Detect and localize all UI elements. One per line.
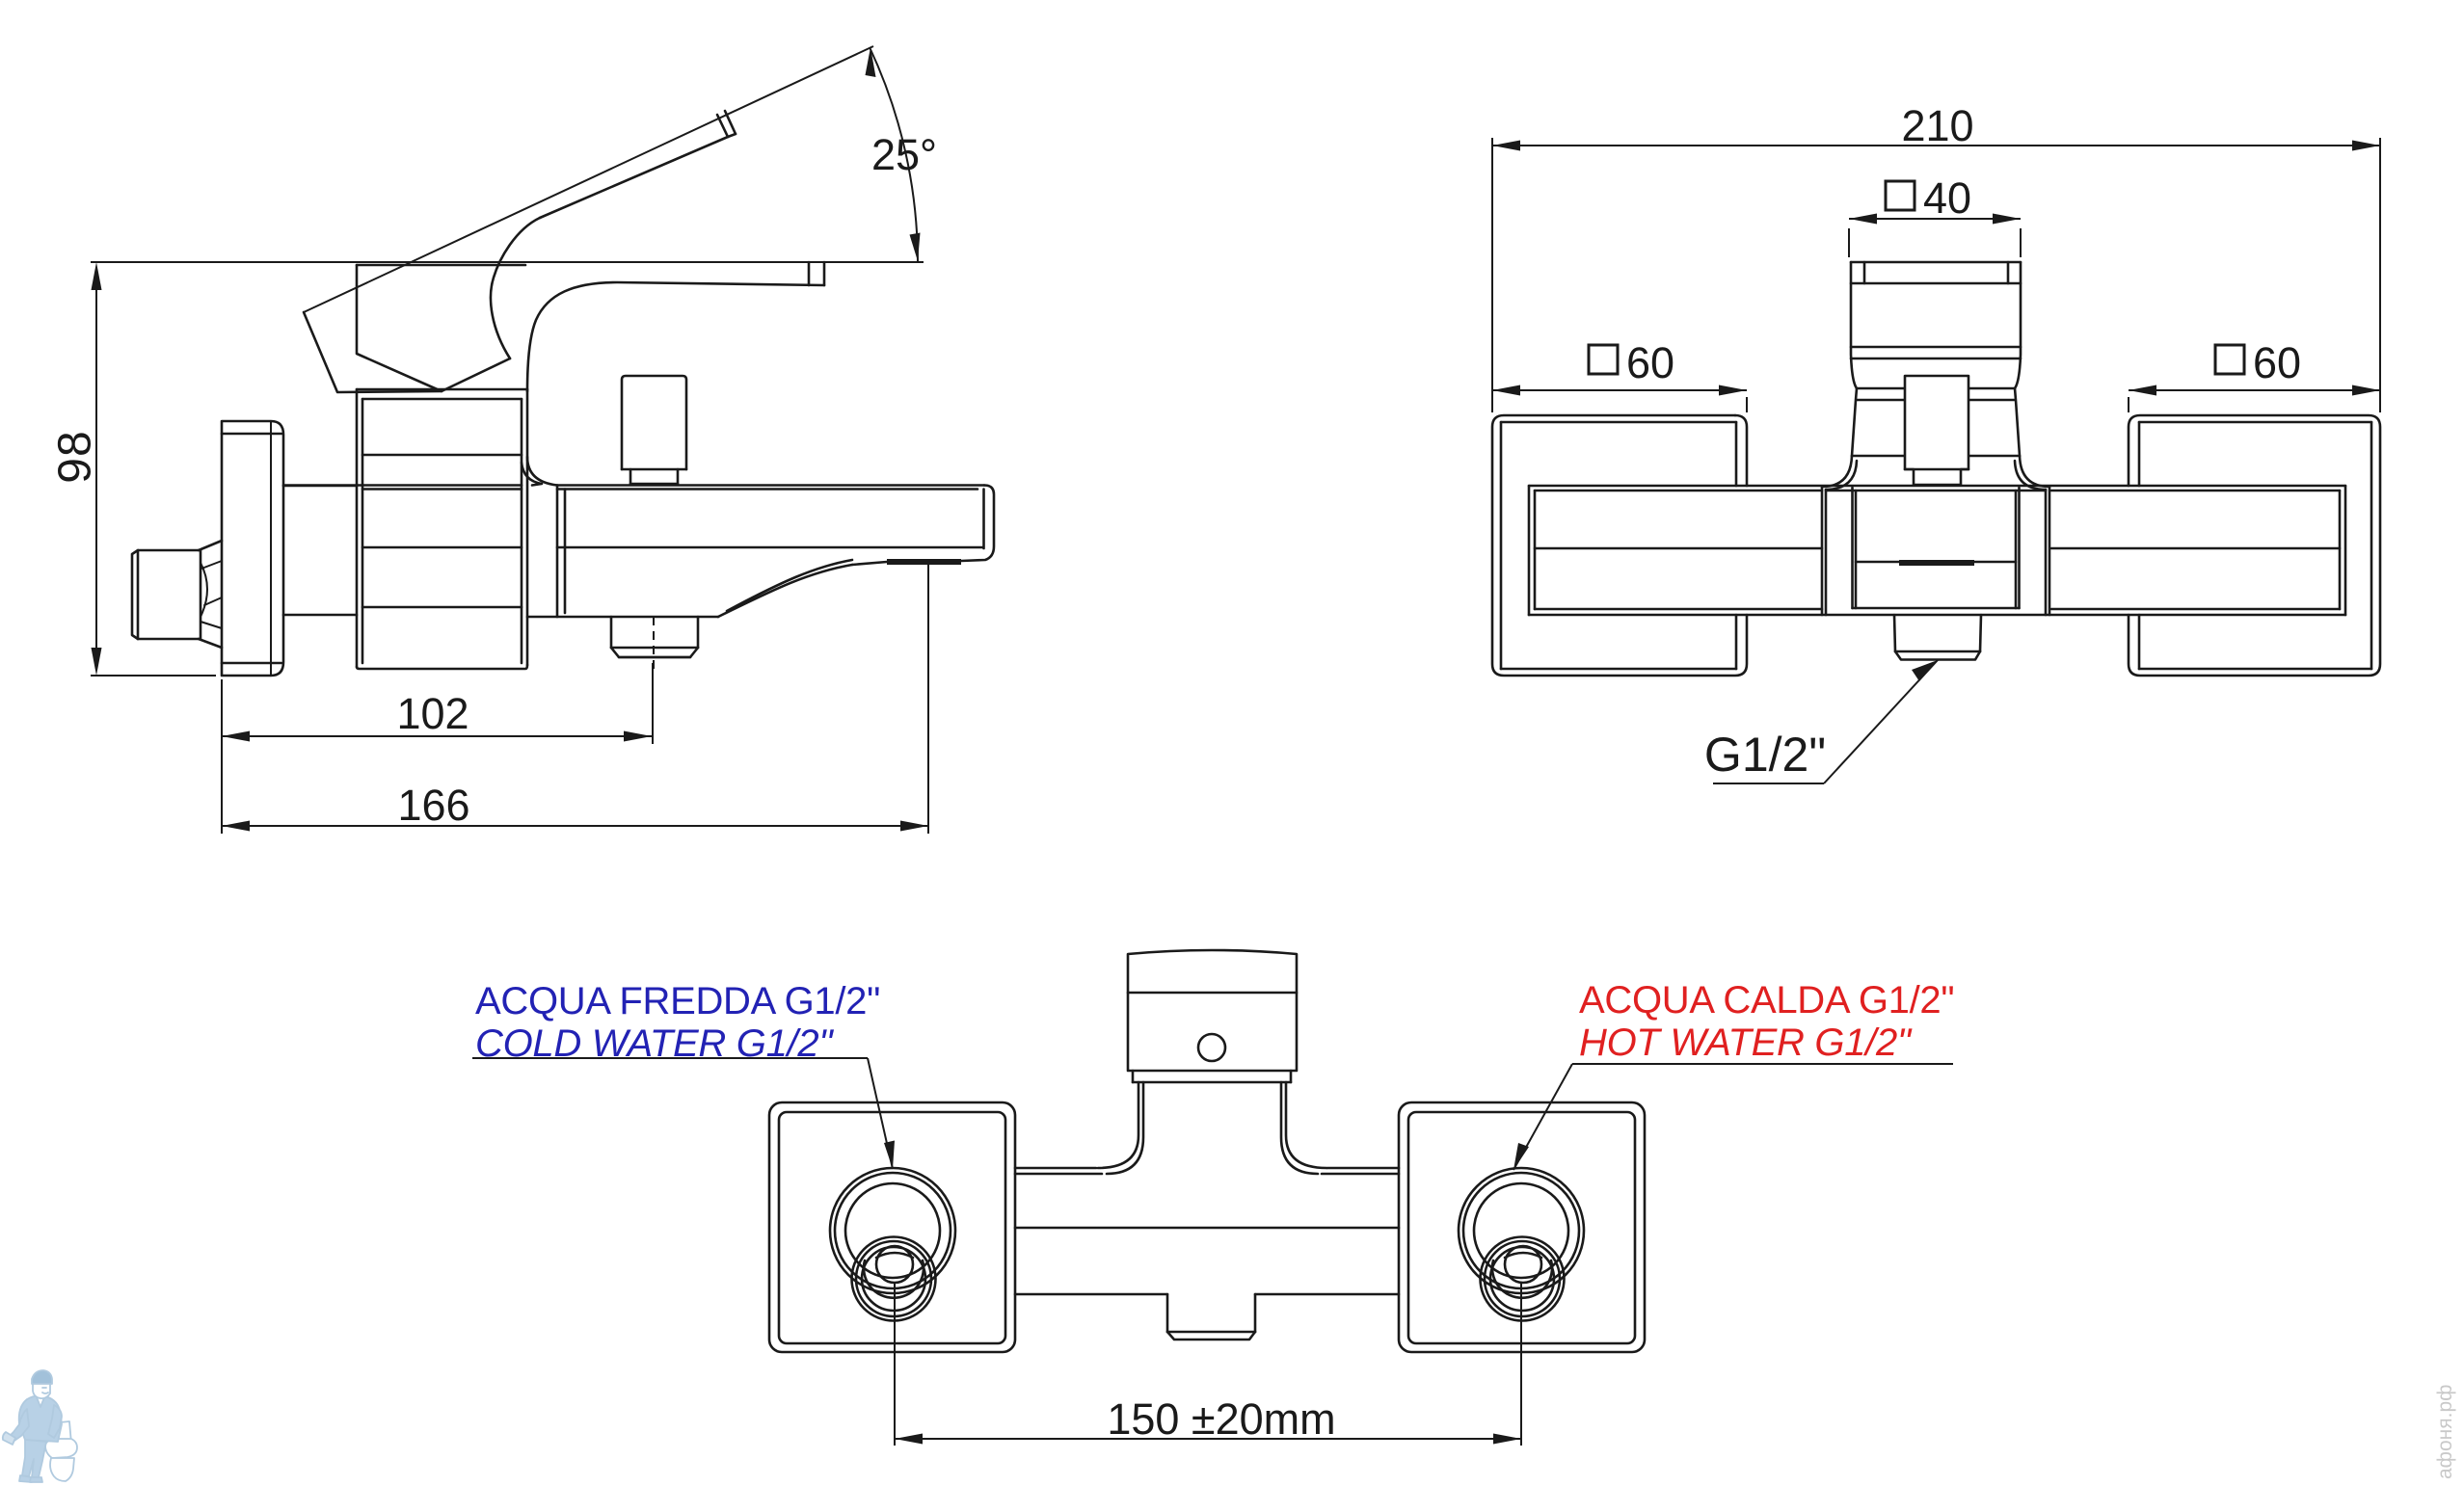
svg-text:HOT WATER G1/2": HOT WATER G1/2" xyxy=(1579,1022,1913,1064)
svg-text:40: 40 xyxy=(1923,173,1971,223)
svg-text:60: 60 xyxy=(1626,338,1674,387)
svg-text:ACQUA CALDA G1/2": ACQUA CALDA G1/2" xyxy=(1579,979,1954,1022)
svg-text:25°: 25° xyxy=(871,130,937,179)
svg-text:COLD WATER G1/2": COLD WATER G1/2" xyxy=(475,1022,834,1065)
svg-text:102: 102 xyxy=(396,689,469,738)
svg-text:G1/2": G1/2" xyxy=(1704,728,1826,782)
svg-text:афоня.рф: афоня.рф xyxy=(2434,1385,2456,1479)
svg-text:210: 210 xyxy=(1901,101,1973,150)
svg-text:166: 166 xyxy=(397,781,469,830)
svg-text:ACQUA FREDDA G1/2": ACQUA FREDDA G1/2" xyxy=(475,980,880,1022)
svg-text:150 ±20mm: 150 ±20mm xyxy=(1107,1394,1335,1444)
svg-text:98: 98 xyxy=(50,430,101,483)
svg-text:60: 60 xyxy=(2253,338,2301,387)
